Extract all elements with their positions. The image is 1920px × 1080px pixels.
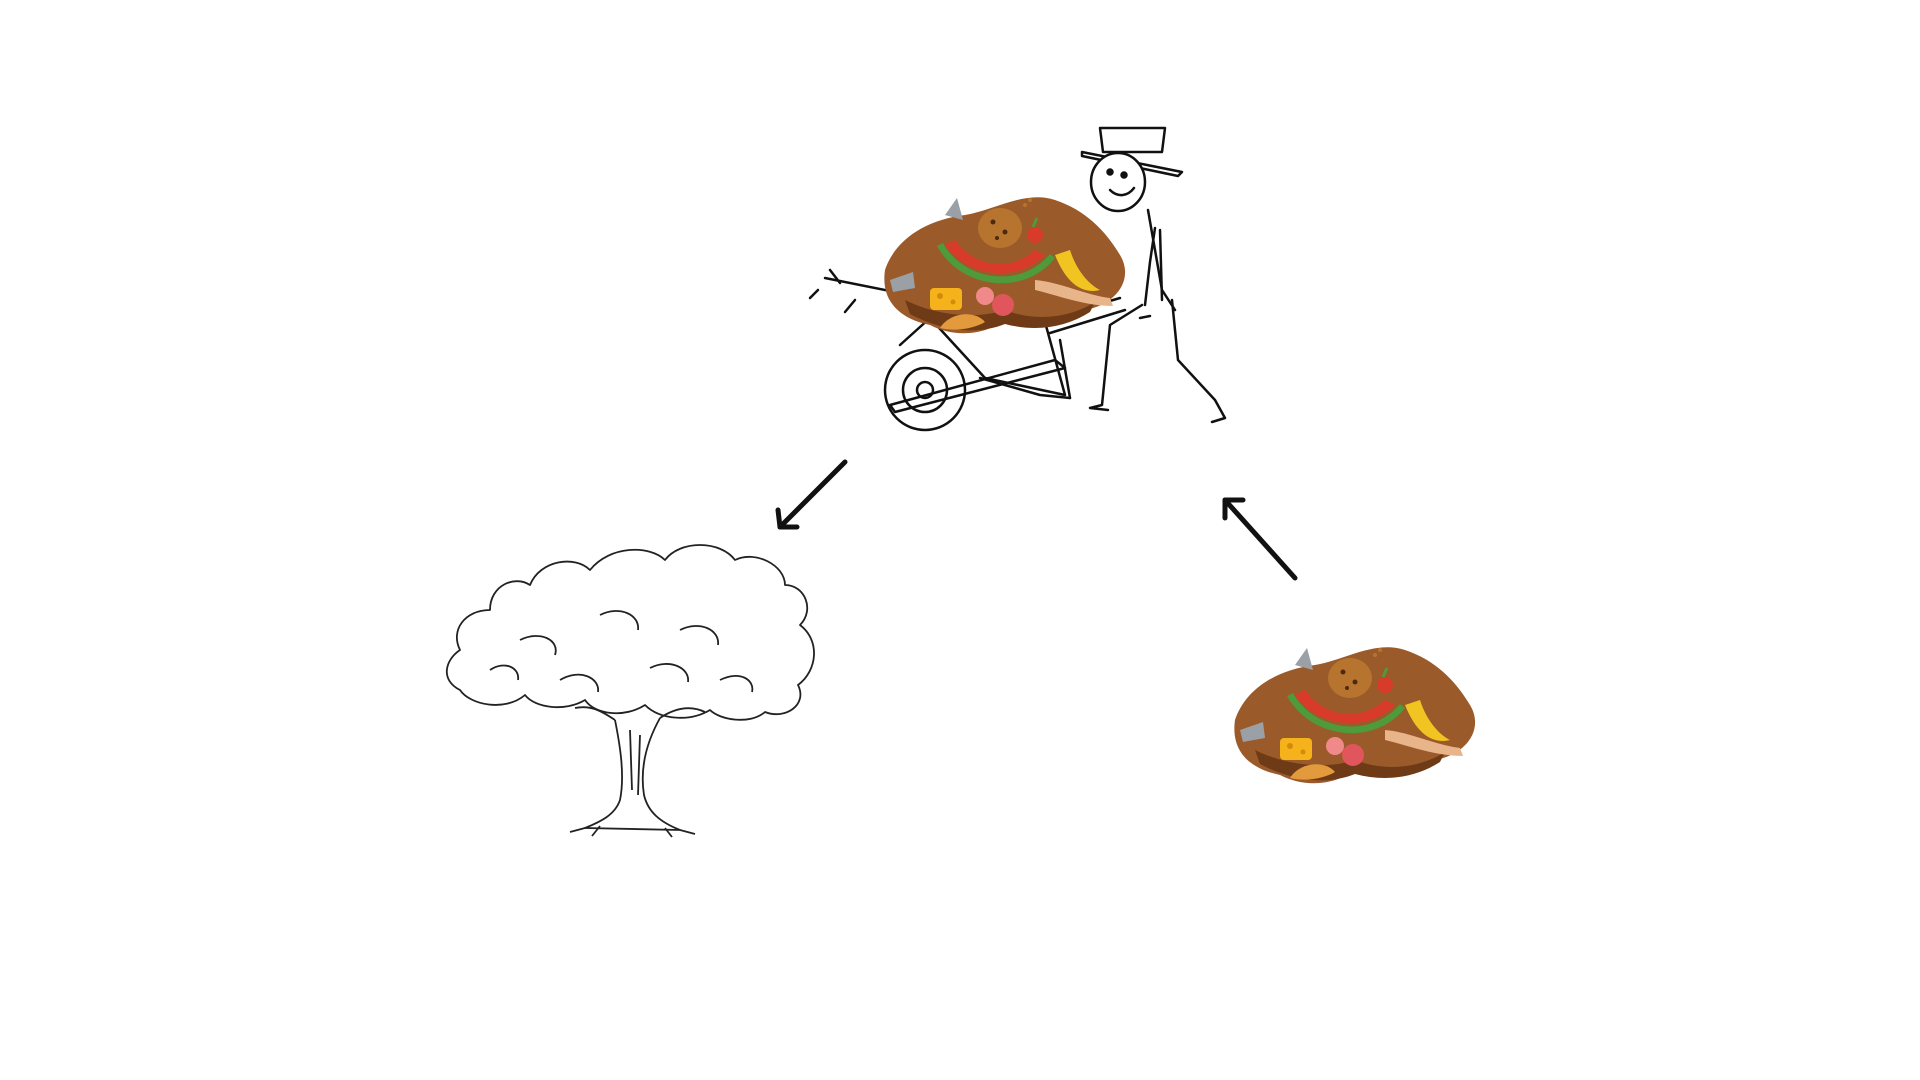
arrow-gardener-to-tree	[775, 459, 848, 530]
food-scraps-pile-icon	[1232, 645, 1477, 785]
tree-icon	[445, 544, 815, 838]
food-scraps-in-wheelbarrow-icon	[882, 195, 1127, 335]
stick-figure-gardener-icon	[1080, 126, 1227, 424]
gardener-wheelbarrow-icon	[808, 126, 1227, 432]
arrow-scraps-to-gardener	[1222, 497, 1298, 581]
